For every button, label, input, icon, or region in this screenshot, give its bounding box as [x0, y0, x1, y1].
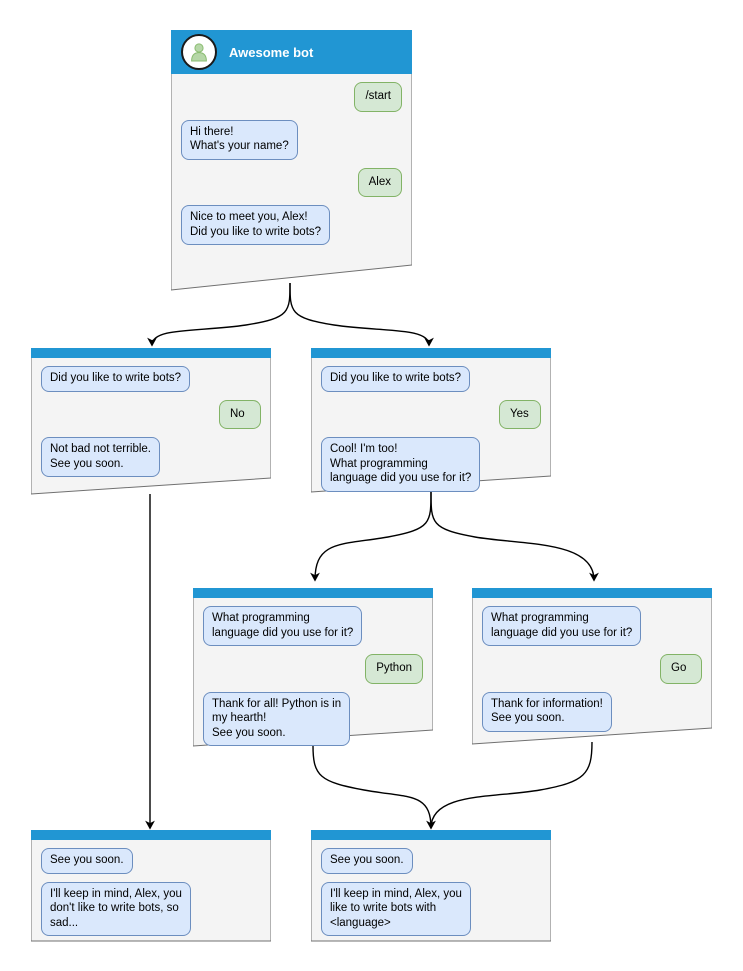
edge-root-to-no	[147, 282, 291, 347]
node-go-branch-chat: What programming language did you use fo…	[472, 598, 712, 740]
node-yes-branch-chat: Did you like to write bots? Yes Cool! I'…	[311, 358, 551, 500]
message-bot: What programming language did you use fo…	[482, 606, 642, 646]
message-bot: Did you like to write bots?	[321, 366, 471, 392]
node-end-no-header	[31, 830, 271, 840]
node-no-branch-header	[31, 348, 271, 358]
message-bot: Did you like to write bots?	[41, 366, 191, 392]
node-go-branch-header	[472, 588, 712, 598]
message-bot: See you soon.	[321, 848, 413, 874]
message-user: Go	[660, 654, 702, 684]
node-python-branch[interactable]: What programming language did you use fo…	[193, 588, 433, 748]
node-root-chat: /start Hi there! What's your name? Alex …	[171, 74, 412, 253]
message-bot: Nice to meet you, Alex! Did you like to …	[181, 205, 331, 245]
node-python-branch-header	[193, 588, 433, 598]
edge-root-to-yes	[289, 282, 434, 347]
message-bot: Thank for information! See you soon.	[482, 691, 612, 732]
node-no-branch[interactable]: Did you like to write bots? No Not bad n…	[31, 348, 271, 496]
person-icon	[191, 43, 207, 62]
node-root-header: Awesome bot	[171, 30, 412, 74]
message-bot: Cool! I'm too! What programming language…	[321, 437, 481, 492]
node-end-yes-chat: See you soon. I'll keep in mind, Alex, y…	[311, 840, 551, 944]
message-user: Alex	[357, 167, 402, 197]
avatar	[181, 34, 217, 70]
message-bot: See you soon.	[41, 848, 133, 874]
message-user: No	[219, 399, 261, 429]
message-user: /start	[354, 82, 402, 112]
node-end-yes-header	[311, 830, 551, 840]
message-user: Python	[365, 654, 423, 684]
message-bot: Thank for all! Python is in my hearth! S…	[203, 691, 351, 746]
edge-go-to-end-yes	[430, 741, 593, 829]
node-go-branch[interactable]: What programming language did you use fo…	[472, 588, 712, 746]
node-end-no[interactable]: See you soon. I'll keep in mind, Alex, y…	[31, 830, 271, 942]
node-yes-branch-header	[311, 348, 551, 358]
node-python-branch-chat: What programming language did you use fo…	[193, 598, 433, 754]
message-bot: What programming language did you use fo…	[203, 606, 363, 646]
message-bot: I'll keep in mind, Alex, you like to wri…	[321, 881, 471, 936]
message-bot: I'll keep in mind, Alex, you don't like …	[41, 881, 191, 936]
message-bot: Hi there! What's your name?	[181, 119, 298, 160]
bot-title: Awesome bot	[229, 44, 314, 60]
node-root[interactable]: Awesome bot /start Hi there! What's your…	[171, 30, 412, 292]
message-bot: Not bad not terrible. See you soon.	[41, 437, 161, 477]
edge-python-to-end-yes	[312, 745, 436, 830]
node-no-branch-chat: Did you like to write bots? No Not bad n…	[31, 358, 271, 485]
edge-yes-to-go	[430, 491, 599, 582]
node-yes-branch[interactable]: Did you like to write bots? Yes Cool! I'…	[311, 348, 551, 494]
message-user: Yes	[499, 399, 541, 429]
node-end-no-chat: See you soon. I'll keep in mind, Alex, y…	[31, 840, 271, 944]
edge-yes-to-python	[310, 491, 432, 582]
node-end-yes[interactable]: See you soon. I'll keep in mind, Alex, y…	[311, 830, 551, 942]
